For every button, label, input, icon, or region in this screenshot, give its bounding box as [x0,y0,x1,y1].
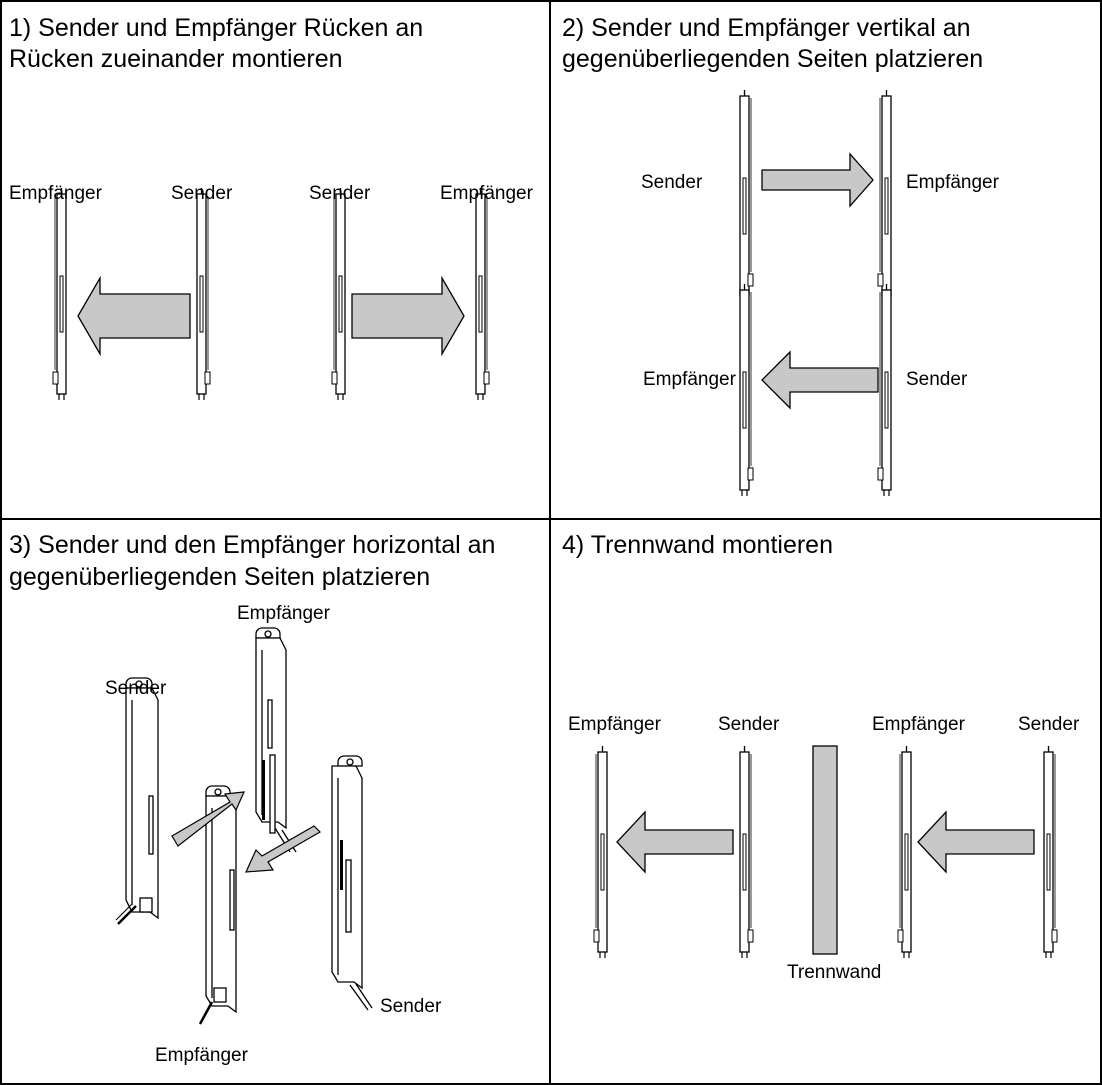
receiver-bar [897,745,912,959]
sender-bar [115,677,159,925]
panel-2-label-receiver-top: Empfänger [906,172,999,193]
panel-2-artwork [739,89,892,497]
receiver-bar [52,187,67,401]
panel-1-label-receiver-left: Empfänger [9,183,102,204]
panel-2-label-receiver-bottom: Empfänger [643,369,736,390]
arrow-up-right [171,791,245,847]
arrow-down-left [245,825,321,873]
arrow-left [761,350,879,410]
grid-border-right [1100,0,1102,1085]
receiver-bar [475,187,490,401]
panel-2-label-sender-bottom: Sender [906,369,968,390]
panel-3-title-line2: gegenüberliegenden Seiten platzieren [9,563,431,591]
grid-border-top [0,0,1102,2]
panel-4-label-receiver-left: Empfänger [568,714,661,735]
panel-3-title-line1: 3) Sender und den Empfänger horizontal a… [9,531,496,559]
grid-divider-horizontal [0,518,1102,520]
receiver-bar [255,627,297,853]
panel-3-label-sender-right: Sender [380,996,442,1017]
grid-border-bottom [0,1083,1102,1085]
panel-3-label-receiver-bottom: Empfänger [155,1045,248,1066]
panel-4-artwork [593,745,1058,959]
receiver-bar [877,89,892,303]
panel-4-label-receiver-right: Empfänger [872,714,965,735]
sender-bar [739,89,754,303]
arrow-right [761,152,874,208]
panel-1-label-sender-left: Sender [171,183,233,204]
panel-1-label-sender-right: Sender [309,183,371,204]
sender-bar [1043,745,1058,959]
panel-4-label-partition: Trennwand [787,962,882,983]
panel-4-label-sender-right: Sender [1018,714,1080,735]
sender-bar [331,187,346,401]
sender-bar [877,283,892,497]
panel-2-title-line1: 2) Sender und Empfänger vertikal an [562,14,971,42]
receiver-bar [739,283,754,497]
panel-4-title-line1: 4) Trennwand montieren [562,531,833,559]
panel-1-title-line1: 1) Sender und Empfänger Rücken an [9,14,424,42]
sender-bar [196,187,211,401]
partition-wall [812,745,838,955]
receiver-bar [593,745,608,959]
arrow-left [616,810,734,874]
arrow-left [917,810,1035,874]
panel-1-label-receiver-right: Empfänger [440,183,533,204]
panel-2-title-line2: gegenüberliegenden Seiten platzieren [562,45,984,73]
panel-2-label-sender-top: Sender [641,172,703,193]
panel-3-label-receiver-top: Empfänger [237,603,330,624]
panel-3-label-sender-left: Sender [105,678,167,699]
receiver-bar [198,785,237,1025]
grid-divider-vertical [549,0,551,1085]
sender-bar [739,745,754,959]
grid-border-left [0,0,2,1085]
panel-4-label-sender-left: Sender [718,714,780,735]
arrow-left [77,275,191,357]
arrow-right [351,275,465,357]
sender-bar [331,755,373,1011]
panel-3-artwork [115,627,373,1025]
panel-1-title-line2: Rücken zueinander montieren [9,45,343,73]
panel-1-artwork [52,187,490,401]
